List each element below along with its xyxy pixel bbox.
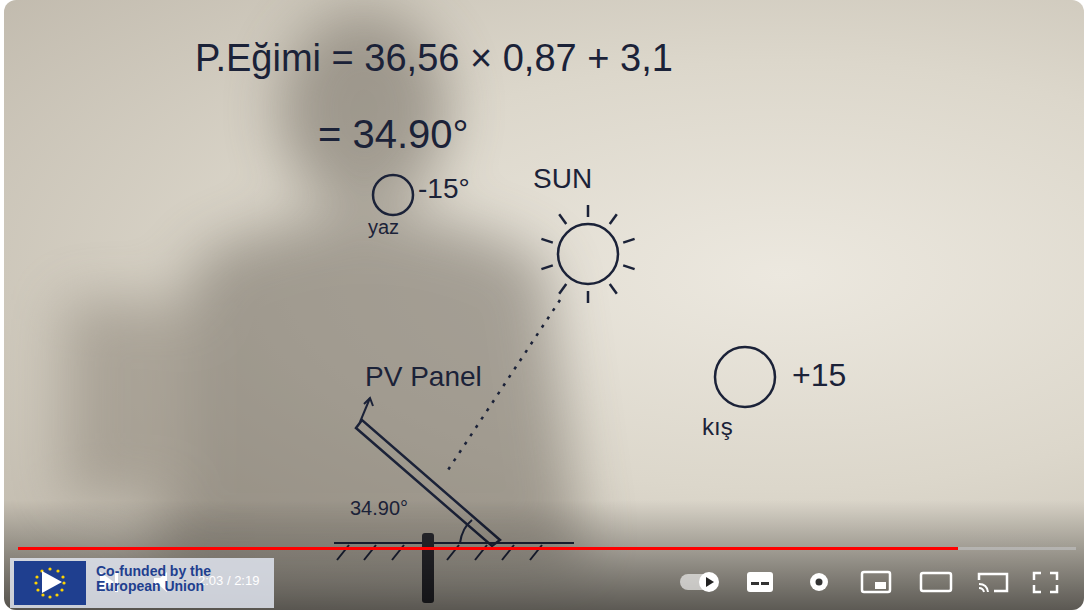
sun-label: SUN xyxy=(533,164,592,195)
season-label: kış xyxy=(702,414,733,440)
funding-notice: Co-funded by the European Union xyxy=(96,564,261,595)
formula: P.Eğimi = 36,56 × 0,87 + 3,1 xyxy=(195,38,673,80)
season-circle: kış +15 xyxy=(700,340,890,455)
tilt-angle: 34.90° xyxy=(350,497,408,519)
sun-node: SUN xyxy=(525,160,655,310)
formula-result: = 34.90° xyxy=(318,112,469,156)
whiteboard-illustration xyxy=(4,0,1084,610)
season-circle: yaz -15° xyxy=(366,166,500,246)
panel-label: PV Panel xyxy=(365,362,482,393)
season-label: yaz xyxy=(368,216,399,238)
angle-offset: -15° xyxy=(418,174,470,205)
angle-offset: +15 xyxy=(792,358,846,393)
video-frame xyxy=(4,0,1084,610)
